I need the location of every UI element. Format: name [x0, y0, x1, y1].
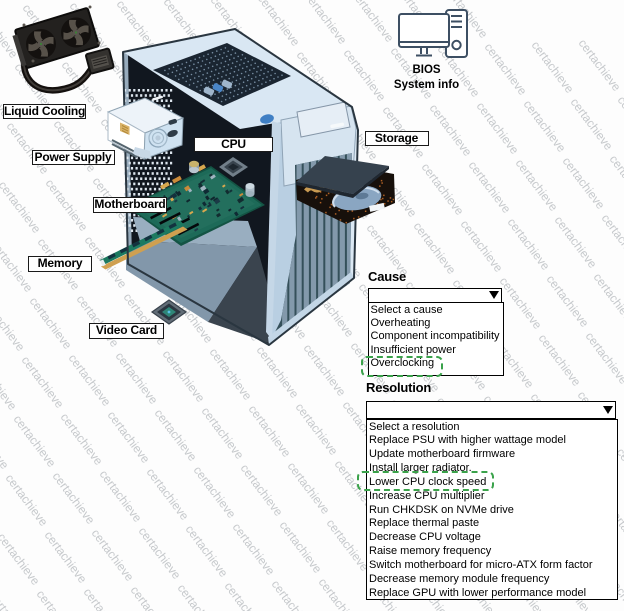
svg-text:certachieve: certachieve: [591, 270, 624, 328]
svg-text:certachieve: certachieve: [0, 414, 12, 472]
svg-text:certachieve: certachieve: [74, 292, 122, 350]
svg-text:certachieve: certachieve: [521, 97, 569, 155]
svg-text:certachieve: certachieve: [277, 518, 325, 576]
svg-text:certachieve: certachieve: [607, 152, 624, 210]
svg-text:certachieve: certachieve: [34, 587, 82, 611]
svg-text:certachieve: certachieve: [411, 219, 459, 277]
svg-text:certachieve: certachieve: [3, 471, 51, 529]
svg-text:certachieve: certachieve: [419, 160, 467, 218]
svg-text:certachieve: certachieve: [43, 176, 91, 234]
svg-text:certachieve: certachieve: [144, 465, 192, 523]
svg-text:certachieve: certachieve: [113, 349, 161, 407]
svg-text:certachieve: certachieve: [11, 412, 59, 470]
svg-text:certachieve: certachieve: [560, 154, 608, 212]
svg-text:certachieve: certachieve: [324, 516, 372, 574]
svg-text:certachieve: certachieve: [458, 217, 506, 275]
svg-text:certachieve: certachieve: [349, 0, 397, 45]
svg-text:certachieve: certachieve: [576, 36, 624, 94]
svg-text:certachieve: certachieve: [0, 589, 35, 611]
svg-text:certachieve: certachieve: [482, 40, 530, 98]
svg-text:certachieve: certachieve: [207, 345, 255, 403]
svg-text:certachieve: certachieve: [497, 274, 545, 332]
svg-text:certachieve: certachieve: [254, 343, 302, 401]
svg-text:certachieve: certachieve: [105, 408, 153, 466]
svg-text:certachieve: certachieve: [183, 522, 231, 580]
svg-text:certachieve: certachieve: [222, 579, 270, 611]
svg-text:certachieve: certachieve: [505, 215, 553, 273]
svg-text:certachieve: certachieve: [50, 469, 98, 527]
svg-text:certachieve: certachieve: [583, 329, 624, 387]
svg-text:certachieve: certachieve: [58, 410, 106, 468]
svg-text:certachieve: certachieve: [302, 0, 350, 47]
svg-text:certachieve: certachieve: [97, 467, 145, 525]
svg-text:certachieve: certachieve: [0, 530, 43, 588]
svg-text:certachieve: certachieve: [536, 331, 584, 389]
svg-text:certachieve: certachieve: [544, 272, 592, 330]
svg-text:certachieve: certachieve: [427, 101, 475, 159]
svg-text:certachieve: certachieve: [474, 99, 522, 157]
svg-text:certachieve: certachieve: [269, 577, 317, 611]
svg-text:certachieve: certachieve: [66, 351, 114, 409]
svg-text:certachieve: certachieve: [89, 526, 137, 584]
svg-text:certachieve: certachieve: [199, 404, 247, 462]
svg-text:certachieve: certachieve: [316, 575, 364, 611]
svg-text:certachieve: certachieve: [238, 461, 286, 519]
svg-text:certachieve: certachieve: [81, 585, 129, 611]
svg-text:certachieve: certachieve: [51, 117, 99, 175]
svg-text:certachieve: certachieve: [513, 156, 561, 214]
svg-text:certachieve: certachieve: [27, 294, 75, 352]
svg-text:certachieve: certachieve: [0, 178, 44, 236]
svg-text:certachieve: certachieve: [4, 119, 52, 177]
svg-text:certachieve: certachieve: [19, 353, 67, 411]
svg-text:certachieve: certachieve: [136, 524, 184, 582]
svg-text:certachieve: certachieve: [246, 402, 294, 460]
svg-text:certachieve: certachieve: [599, 211, 624, 269]
svg-text:certachieve: certachieve: [175, 581, 223, 611]
svg-text:certachieve: certachieve: [0, 296, 28, 354]
svg-text:certachieve: certachieve: [0, 121, 5, 179]
svg-text:certachieve: certachieve: [128, 583, 176, 611]
svg-text:certachieve: certachieve: [466, 158, 514, 216]
svg-text:certachieve: certachieve: [293, 400, 341, 458]
svg-text:certachieve: certachieve: [301, 341, 349, 399]
svg-text:certachieve: certachieve: [191, 463, 239, 521]
svg-text:certachieve: certachieve: [529, 38, 577, 96]
svg-text:certachieve: certachieve: [0, 473, 4, 531]
svg-text:certachieve: certachieve: [615, 93, 624, 151]
svg-text:certachieve: certachieve: [230, 520, 278, 578]
svg-text:certachieve: certachieve: [285, 459, 333, 517]
svg-text:certachieve: certachieve: [42, 528, 90, 586]
svg-text:certachieve: certachieve: [552, 213, 600, 271]
svg-text:certachieve: certachieve: [160, 347, 208, 405]
svg-text:certachieve: certachieve: [152, 406, 200, 464]
svg-text:certachieve: certachieve: [0, 355, 20, 413]
svg-text:certachieve: certachieve: [568, 95, 616, 153]
svg-text:certachieve: certachieve: [255, 0, 303, 49]
